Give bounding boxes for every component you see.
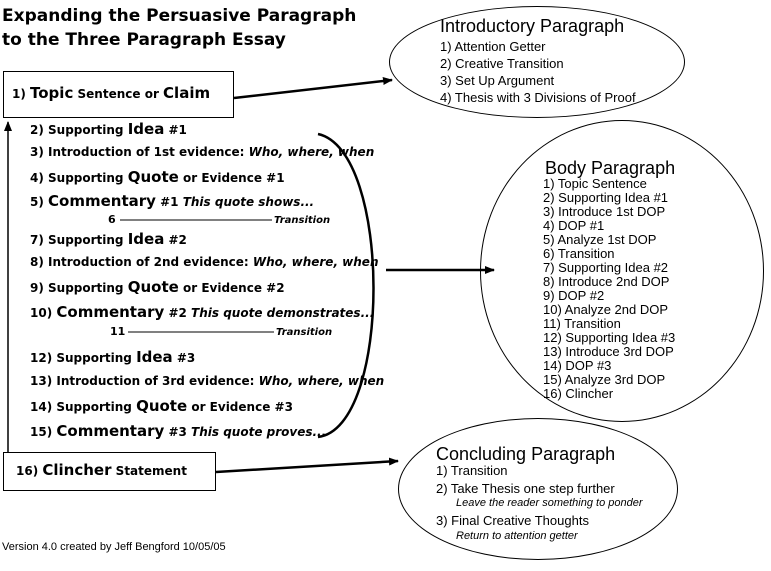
step-7: 7) Supporting Idea #2 [30,230,187,248]
intro-item: 4) Thesis with 3 Divisions of Proof [440,90,636,105]
body-item: 1) Topic Sentence [543,176,647,191]
intro-oval [389,6,685,118]
intro-item: 1) Attention Getter [440,39,546,54]
intro-item: 2) Creative Transition [440,56,564,71]
body-item: 6) Transition [543,246,615,261]
body-item: 2) Supporting Idea #1 [543,190,669,205]
topic-sentence-box: 1) Topic Sentence or Claim [3,71,234,118]
step-12: 12) Supporting Idea #3 [30,348,196,366]
body-item: 4) DOP #1 [543,218,605,233]
body-item: 9) DOP #2 [543,288,605,303]
conclusion-oval [398,418,678,560]
step-14: 14) Supporting Quote or Evidence #3 [30,397,293,415]
step-9: 9) Supporting Quote or Evidence #2 [30,278,285,296]
body-item: 13) Introduce 3rd DOP [543,344,674,359]
conclusion-item-2: 2) Take Thesis one step further [436,481,615,496]
conclusion-title: Concluding Paragraph [436,444,616,464]
step-13: 13) Introduction of 3rd evidence: Who, w… [30,374,385,388]
body-item: 16) Clincher [543,386,614,401]
body-item: 15) Analyze 3rd DOP [543,372,666,387]
intro-item: 3) Set Up Argument [440,73,555,88]
step-2: 2) Supporting Idea #1 [30,120,187,138]
transition-11-number: 11 [110,325,126,338]
step-4: 4) Supporting Quote or Evidence #1 [30,168,285,186]
body-list: 1) Topic Sentence 2) Supporting Idea #1 … [543,177,675,401]
body-item: 10) Analyze 2nd DOP [543,302,669,317]
body-oval [480,120,764,422]
conclusion-item-3: 3) Final Creative Thoughts [436,513,589,528]
body-item: 8) Introduce 2nd DOP [543,274,670,289]
step-3: 3) Introduction of 1st evidence: Who, wh… [30,145,375,159]
body-item: 11) Transition [543,316,621,331]
body-item: 12) Supporting Idea #3 [543,330,676,345]
body-title: Body Paragraph [545,158,676,178]
title-line-1: Expanding the Persuasive Paragraph [2,6,357,26]
step-10: 10) Commentary #2 This quote demonstrate… [30,303,375,321]
transition-11-label: Transition [276,327,333,338]
body-item: 14) DOP #3 [543,358,612,373]
body-bracket [317,132,375,439]
title-line-2: to the Three Paragraph Essay [2,30,286,50]
conclusion-sub-3: Return to attention getter [456,530,578,542]
intro-title: Introductory Paragraph [440,16,625,36]
version-footer: Version 4.0 created by Jeff Bengford 10/… [2,541,226,553]
clincher-box: 16) Clincher Statement [3,452,216,491]
conclusion-item-1: 1) Transition [436,463,508,478]
body-item: 7) Supporting Idea #2 [543,260,669,275]
conclusion-sub-2: Leave the reader something to ponder [456,497,643,509]
intro-list: 1) Attention Getter 2) Creative Transiti… [440,38,636,106]
body-item: 3) Introduce 1st DOP [543,204,666,219]
step-15: 15) Commentary #3 This quote proves... [30,422,327,440]
step-5: 5) Commentary #1 This quote shows... [30,192,315,210]
topic-sentence-text: 1) Topic Sentence or Claim [12,84,211,102]
body-item: 5) Analyze 1st DOP [543,232,657,247]
transition-6-label: Transition [274,215,331,226]
arrow-to-intro [233,77,393,100]
arrow-to-conclusion [215,457,399,474]
clincher-text: 16) Clincher Statement [16,461,187,479]
page-title: Expanding the Persuasive Paragraph to th… [2,4,356,52]
transition-6-number: 6 [108,213,116,226]
step-8: 8) Introduction of 2nd evidence: Who, wh… [30,255,379,269]
